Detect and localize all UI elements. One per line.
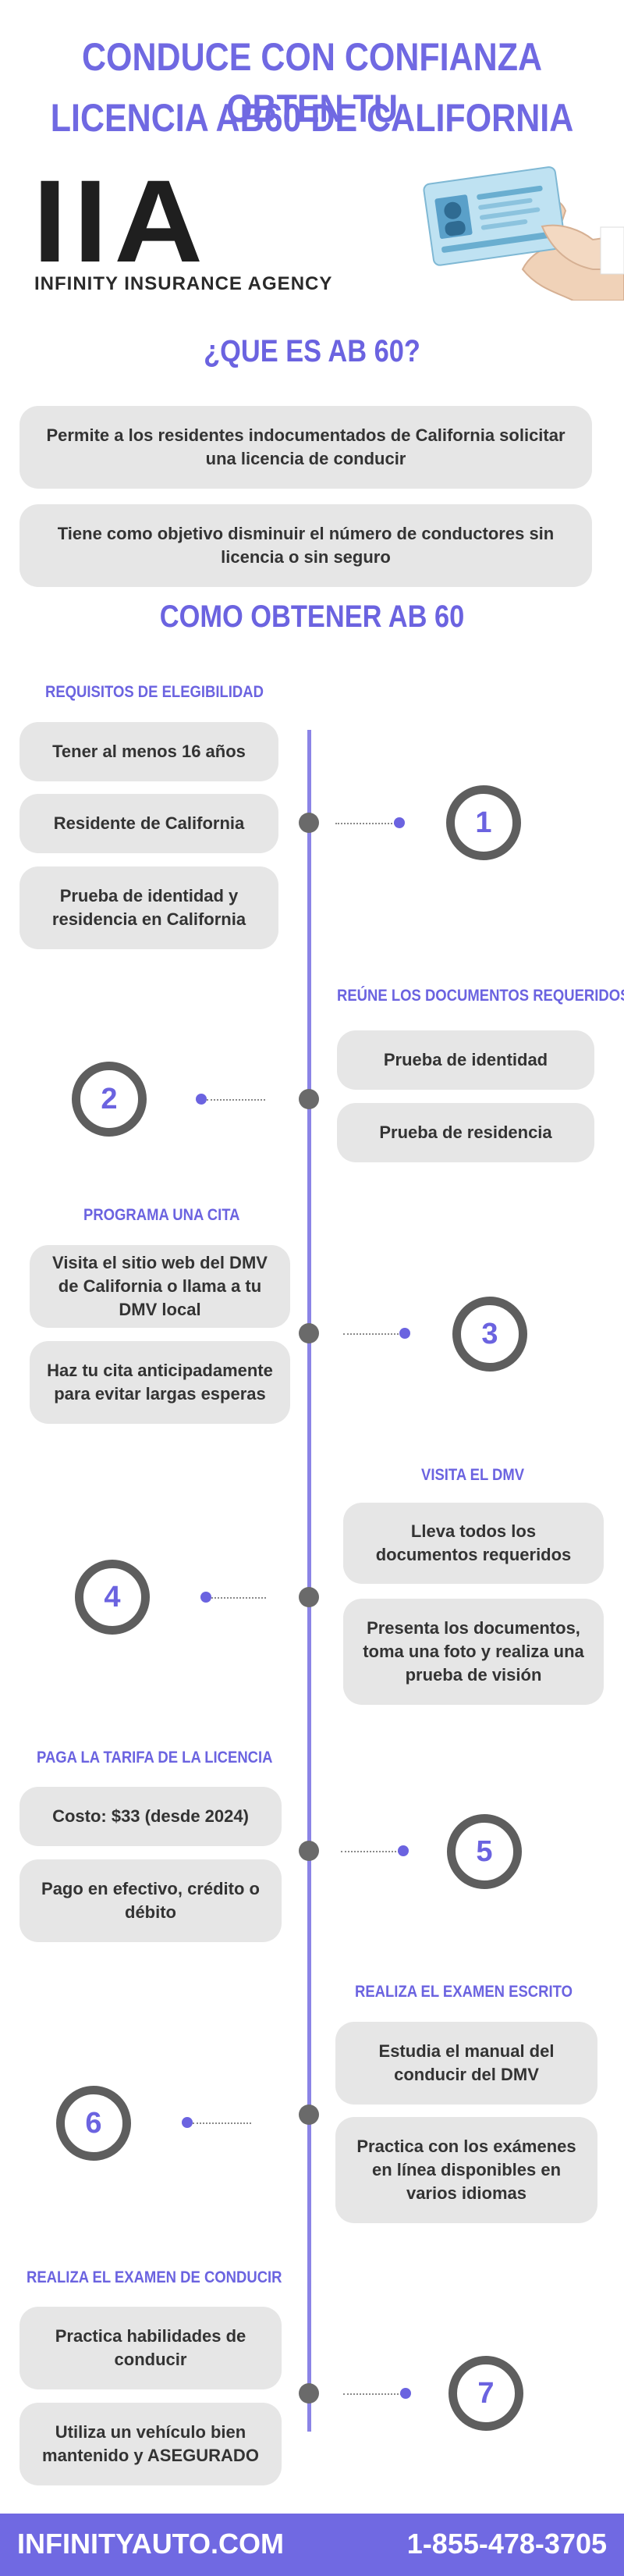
step-4-number-circle: 4	[75, 1560, 150, 1635]
step-6-number-circle: 6	[56, 2086, 131, 2161]
timeline-node	[299, 1841, 319, 1861]
step-4-title: VISITA EL DMV	[421, 1466, 525, 1484]
connector-dot	[196, 1094, 207, 1105]
timeline-node	[299, 1089, 319, 1109]
step-3-item: Haz tu cita anticipadamente para evitar …	[30, 1341, 290, 1424]
step-4-item: Presenta los documentos, toma una foto y…	[343, 1599, 604, 1705]
step-7-number: 7	[477, 2376, 495, 2410]
step-7-item: Practica habilidades de conducir	[20, 2307, 282, 2389]
step-1-item: Prueba de identidad y residencia en Cali…	[20, 866, 278, 949]
step-2-title: REÚNE LOS DOCUMENTOS REQUERIDOS	[337, 987, 624, 1005]
step-5-number: 5	[476, 1834, 493, 1868]
headline-line-1: CONDUCE CON CONFIANZA OBTEN TU	[81, 35, 543, 130]
step-1-item: Residente de California	[20, 794, 278, 853]
license-card-hand-illustration	[423, 166, 624, 301]
step-7-number-circle: 7	[448, 2356, 523, 2431]
step-5-item: Costo: $33 (desde 2024)	[20, 1787, 282, 1846]
footer-website-link[interactable]: INFINITYAUTO.COM	[17, 2528, 285, 2560]
timeline-node	[299, 1323, 319, 1343]
step-3-title: PROGRAMA UNA CITA	[83, 1206, 240, 1224]
footer-phone-link[interactable]: 1-855-478-3705	[406, 2528, 607, 2560]
what-is-item: Permite a los residentes indocumentados …	[20, 406, 592, 489]
connector-dash	[343, 1333, 402, 1335]
logo-name: INFINITY INSURANCE AGENCY	[34, 273, 333, 294]
connector-dash	[343, 2393, 402, 2395]
step-2-number: 2	[101, 1082, 118, 1115]
connector-dot	[398, 1845, 409, 1856]
step-4-item: Lleva todos los documentos requeridos	[343, 1503, 604, 1584]
connector-dot	[200, 1592, 211, 1603]
timeline-node	[299, 2383, 319, 2403]
timeline-line	[307, 730, 311, 2432]
step-6-item: Estudia el manual del conducir del DMV	[335, 2022, 597, 2105]
connector-dash	[211, 1597, 266, 1599]
what-is-item: Tiene como objetivo disminuir el número …	[20, 504, 592, 587]
timeline-node	[299, 2105, 319, 2125]
step-6-number: 6	[85, 2106, 102, 2140]
headline-line-2: LICENCIA AB60 DE CALIFORNIA	[50, 96, 574, 140]
connector-dot	[400, 2388, 411, 2399]
timeline-node	[299, 1587, 319, 1607]
connector-dash	[207, 1099, 265, 1101]
step-2-number-circle: 2	[72, 1062, 147, 1137]
step-5-title: PAGA LA TARIFA DE LA LICENCIA	[37, 1749, 273, 1767]
connector-dash	[341, 1851, 399, 1852]
what-is-title: ¿QUE ES AB 60?	[204, 334, 420, 368]
step-5-number-circle: 5	[447, 1814, 522, 1889]
connector-dot	[394, 817, 405, 828]
how-to-title: COMO OBTENER AB 60	[159, 600, 465, 634]
step-4-number: 4	[104, 1580, 121, 1614]
step-2-item: Prueba de identidad	[337, 1030, 594, 1090]
step-1-number: 1	[475, 806, 492, 839]
step-7-item: Utiliza un vehículo bien mantenido y ASE…	[20, 2403, 282, 2485]
step-3-number-circle: 3	[452, 1297, 527, 1372]
step-1-title: REQUISITOS DE ELEGIBILIDAD	[45, 683, 264, 701]
connector-dot	[399, 1328, 410, 1339]
step-6-title: REALIZA EL EXAMEN ESCRITO	[355, 1983, 573, 2001]
step-3-item: Visita el sitio web del DMV de Californi…	[30, 1245, 290, 1328]
connector-dash	[193, 2122, 251, 2124]
step-1-item: Tener al menos 16 años	[20, 722, 278, 781]
connector-dash	[335, 823, 398, 824]
connector-dot	[182, 2117, 193, 2128]
step-2-item: Prueba de residencia	[337, 1103, 594, 1162]
footer-bar	[0, 2514, 624, 2576]
logo-mark: IIA	[33, 155, 210, 286]
step-3-number: 3	[481, 1317, 498, 1350]
step-7-title: REALIZA EL EXAMEN DE CONDUCIR	[27, 2268, 282, 2286]
step-1-number-circle: 1	[446, 785, 521, 860]
step-5-item: Pago en efectivo, crédito o débito	[20, 1859, 282, 1942]
timeline-node	[299, 813, 319, 833]
step-6-item: Practica con los exámenes en línea dispo…	[335, 2117, 597, 2223]
